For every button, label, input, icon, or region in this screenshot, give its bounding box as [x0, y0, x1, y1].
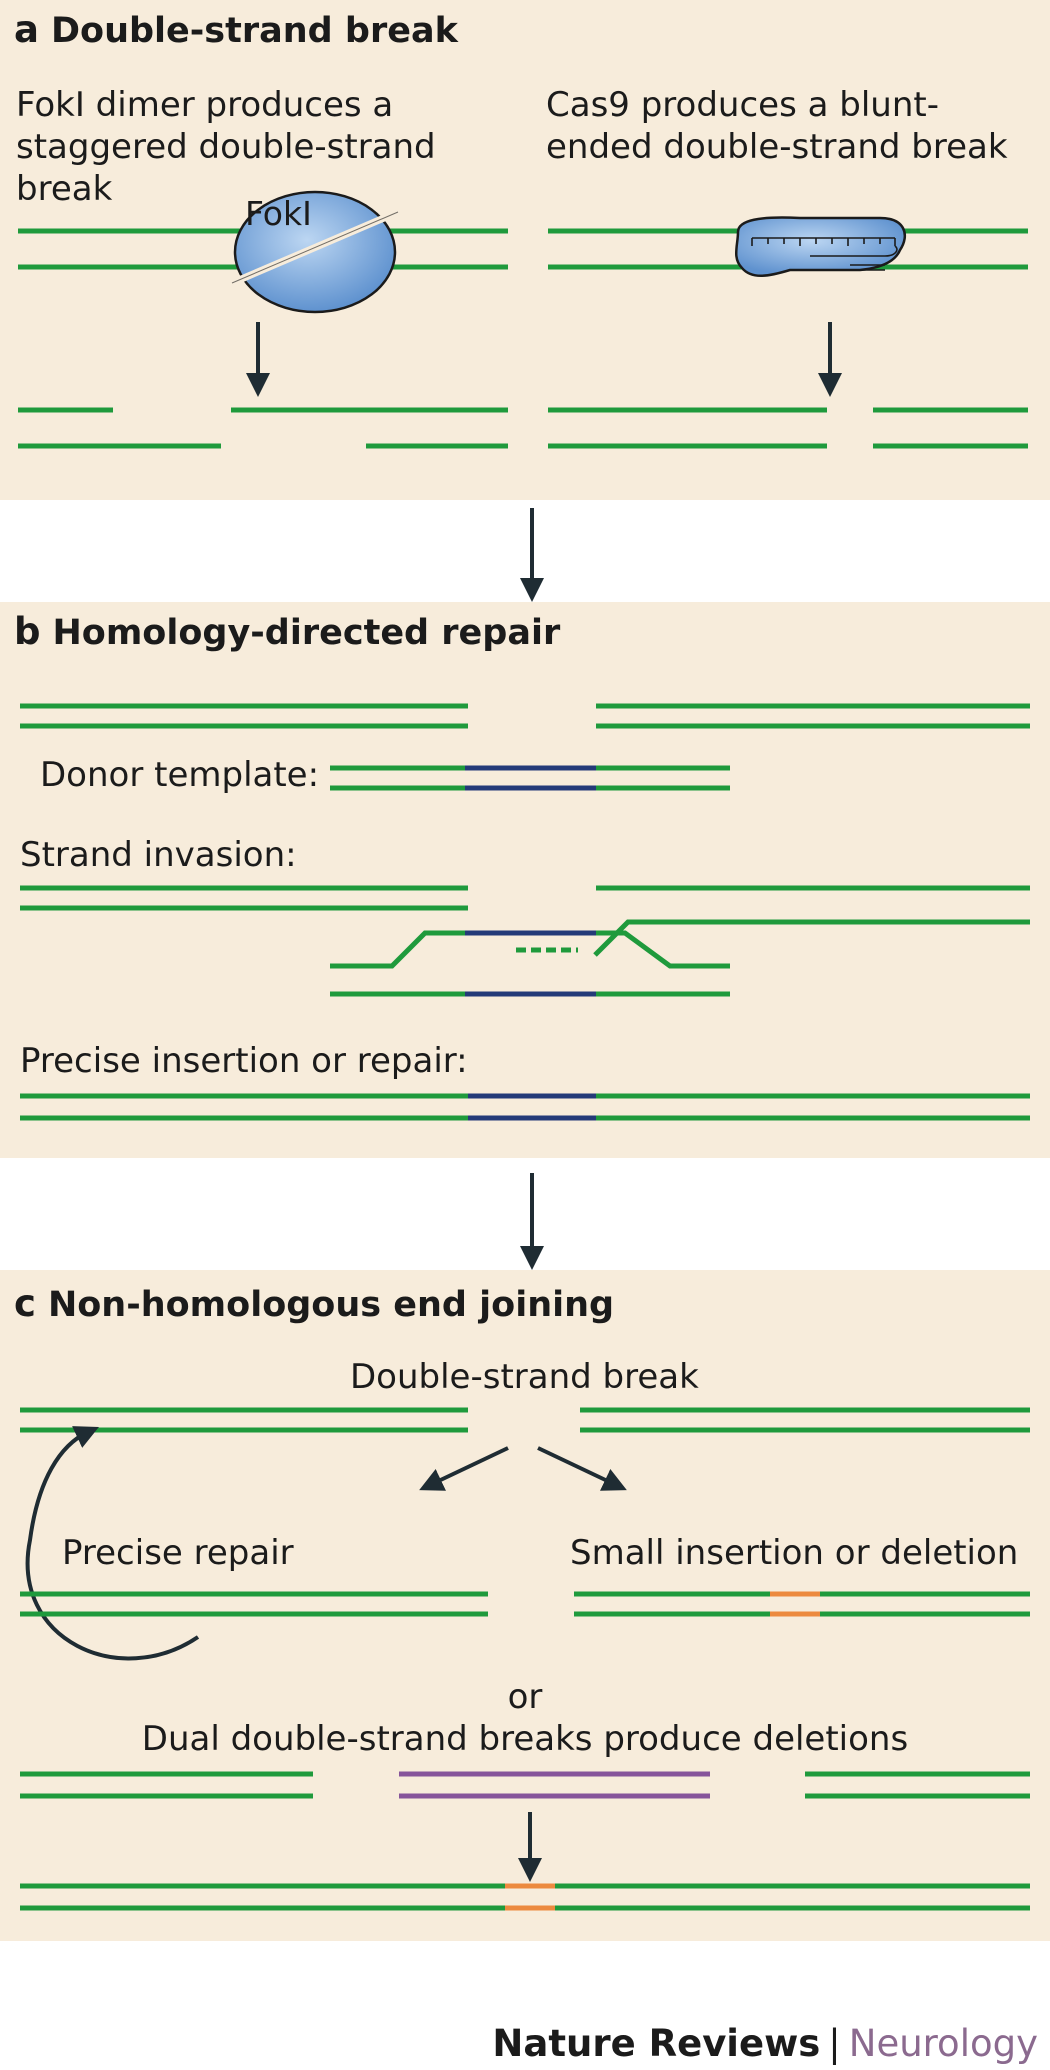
panel-b-letter: b: [14, 610, 41, 653]
fokI-caption: FokI dimer produces a staggered double-s…: [16, 84, 436, 210]
precise-insertion-dna: [20, 1093, 1030, 1121]
dual-break-dna: [20, 1771, 1030, 1799]
dsb-label: Double-strand break: [350, 1357, 699, 1397]
indel-label: Small insertion or deletion: [570, 1533, 1019, 1573]
fokI-caption-line: staggered double-strand: [16, 127, 436, 167]
panel-c-letter: c: [14, 1282, 36, 1325]
cas9-protein: [735, 216, 906, 277]
panel-a-letter: a: [14, 8, 39, 51]
indel-dna: [574, 1591, 1030, 1617]
fokI-dimer: [230, 190, 400, 314]
cas9-caption-line: Cas9 produces a blunt-: [546, 85, 939, 125]
dual-break-label: Dual double-strand breaks produce deleti…: [141, 1719, 909, 1759]
nhej-broken-dna: [20, 1407, 1030, 1433]
panel-c-title: Non-homologous end joining: [47, 1285, 615, 1325]
credit-separator: |: [828, 2022, 841, 2065]
panel-b-heading: b Homology-directed repair: [14, 610, 560, 653]
arrow-to-precise: [419, 1446, 509, 1491]
fokI-caption-line: FokI dimer produces a: [16, 85, 394, 125]
donor-template-label: Donor template:: [40, 755, 320, 795]
fokI-label: FokI: [245, 194, 312, 233]
arrow-precise-curve: [25, 1426, 200, 1661]
panel-c-heading: c Non-homologous end joining: [14, 1282, 614, 1325]
panel-b-title: Homology-directed repair: [52, 613, 561, 653]
precise-repair-dna: [20, 1591, 488, 1617]
cas9-blunt-ends: [548, 407, 1028, 449]
journal-name: Nature Reviews: [492, 2022, 821, 2065]
fokI-staggered-ends: [18, 407, 508, 449]
strand-invasion: [20, 885, 1030, 997]
panel-c-background: [0, 1270, 1050, 1941]
cas9-caption: Cas9 produces a blunt- ended double-stra…: [546, 84, 1008, 168]
donor-template: [330, 765, 730, 791]
strand-invasion-label: Strand invasion:: [20, 835, 297, 875]
arrow-to-indel: [537, 1446, 627, 1491]
or-label: or: [507, 1677, 543, 1717]
precise-repair-label: Precise repair: [62, 1533, 294, 1573]
hdr-broken-dna: [20, 703, 1030, 729]
journal-field: Neurology: [848, 2022, 1038, 2065]
cas9-caption-line: ended double-strand break: [546, 127, 1008, 167]
precise-insertion-label: Precise insertion or repair:: [20, 1041, 468, 1081]
panel-a-title: Double-strand break: [50, 11, 458, 51]
journal-credit: Nature Reviews|Neurology: [492, 2022, 1038, 2065]
deletion-result-dna: [20, 1883, 1030, 1911]
panel-a-heading: a Double-strand break: [14, 8, 458, 51]
panel-b-background: [0, 602, 1050, 1158]
fokI-caption-line: break: [16, 169, 113, 209]
